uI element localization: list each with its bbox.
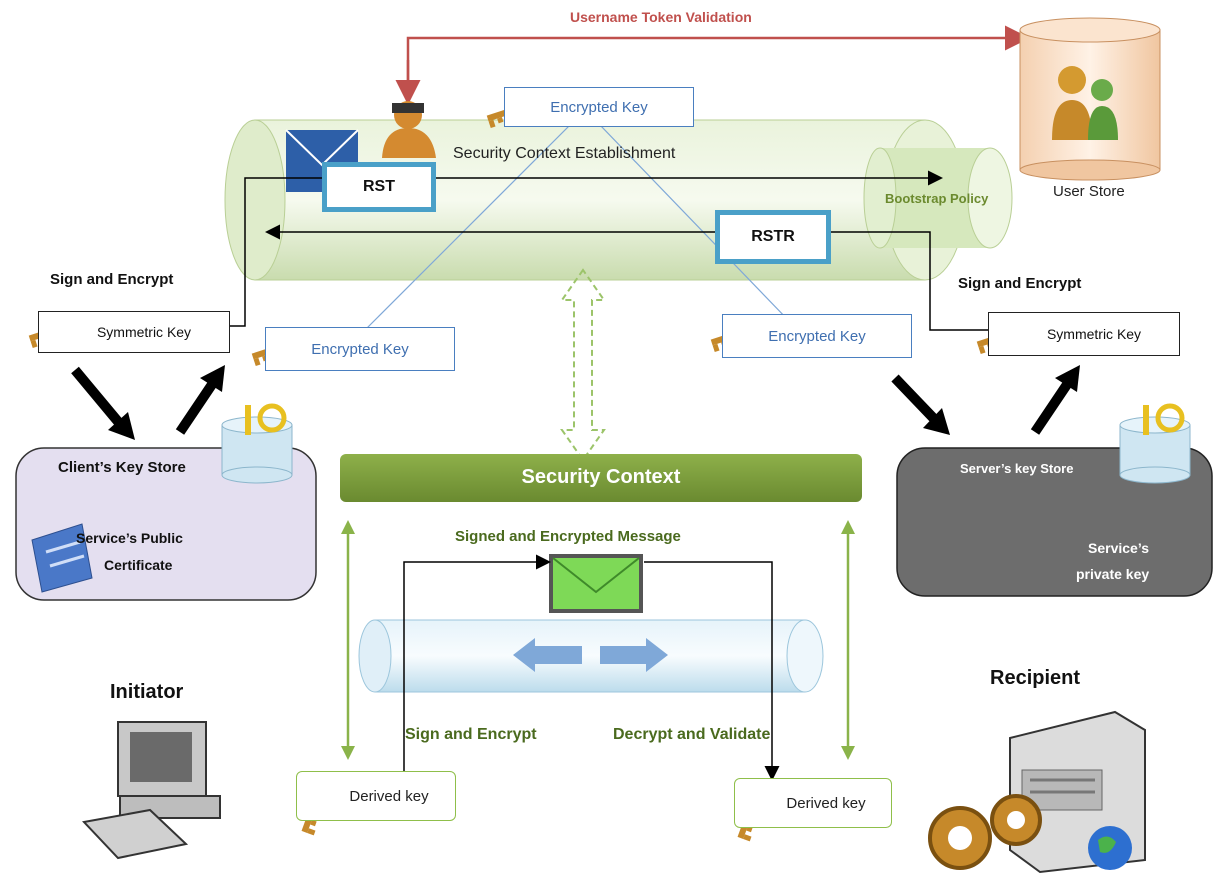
user-store-cylinder — [1019, 17, 1161, 181]
derived-key-box-left: Derived key — [296, 771, 456, 821]
service-private-key-label-2: private key — [1076, 566, 1150, 582]
user-store-label: User Store — [1053, 183, 1125, 200]
rstr-box: RSTR — [715, 210, 831, 264]
username-validation-arrow — [395, 25, 1030, 105]
context-link-arrow — [560, 268, 606, 462]
encrypted-key-box-top: Encrypted Key — [504, 87, 694, 127]
servers-key-store-label: Server’s key Store — [960, 461, 1074, 476]
symmetric-key-box-right: Symmetric Key — [988, 312, 1180, 356]
bootstrap-policy-label: Bootstrap Policy — [885, 191, 989, 206]
symmetric-key-box-left: Symmetric Key — [38, 311, 230, 353]
security-context-label: Security Context — [521, 466, 681, 488]
computer-icon — [82, 721, 221, 860]
derived-key-box-right: Derived key — [734, 778, 892, 828]
decrypt-and-validate-label: Decrypt and Validate — [613, 726, 771, 743]
service-public-certificate-label-2: Certificate — [104, 557, 173, 573]
sign-and-encrypt-right-label: Sign and Encrypt — [958, 275, 1082, 292]
sign-and-encrypt-bottom-label: Sign and Encrypt — [405, 726, 537, 743]
security-context-bar — [340, 454, 862, 502]
recipient-label: Recipient — [990, 667, 1081, 689]
initiator-label: Initiator — [110, 681, 184, 703]
rst-flow — [230, 170, 943, 327]
security-context-establishment-label: Security Context Establishment — [453, 145, 676, 162]
clients-key-store-label: Client’s Key Store — [58, 459, 186, 476]
service-private-key-label-1: Service’s — [1088, 540, 1149, 556]
validate-flow-line — [644, 561, 780, 781]
encrypted-key-box-right: Encrypted Key — [722, 314, 912, 358]
signed-message-envelope — [549, 554, 643, 613]
rstr-flow — [265, 224, 990, 331]
sign-and-encrypt-left-label: Sign and Encrypt — [50, 271, 174, 288]
person-icon — [382, 101, 436, 158]
encrypted-key-box-left: Encrypted Key — [265, 327, 455, 371]
client-key-store-box — [15, 403, 317, 601]
service-public-certificate-label-1: Service’s Public — [76, 530, 183, 546]
sign-flow-line — [403, 554, 551, 780]
server-key-store-box — [896, 403, 1213, 597]
username-token-validation-label: Username Token Validation — [570, 9, 752, 25]
message-tube — [358, 619, 824, 693]
rst-box: RST — [322, 162, 436, 212]
server-icon — [928, 710, 1146, 874]
security-tube — [224, 119, 1013, 281]
green-vertical-arrows — [341, 520, 855, 760]
signed-encrypted-message-label: Signed and Encrypted Message — [455, 528, 681, 545]
thick-arrows — [71, 365, 1080, 440]
